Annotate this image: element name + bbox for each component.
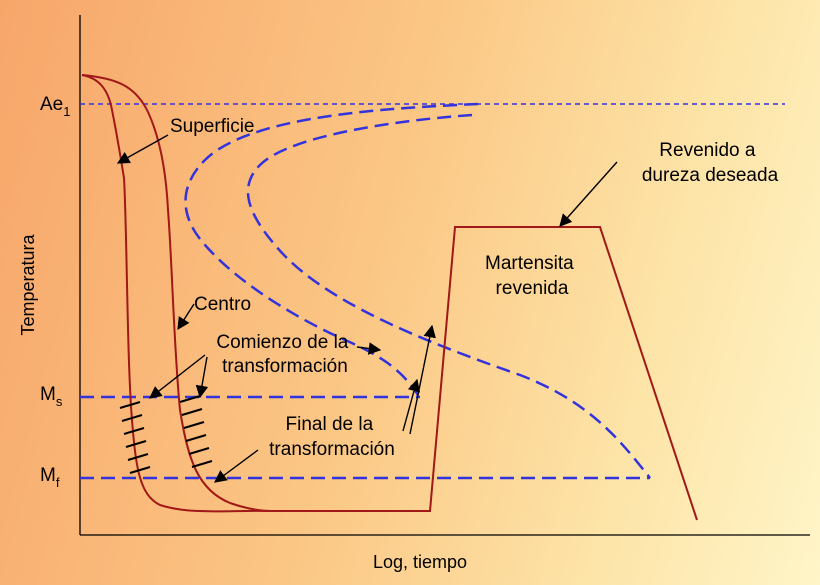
final-arrow-1 (213, 449, 259, 483)
superficie-arrow (116, 134, 169, 164)
center-cooling-curve (81, 74, 273, 512)
revenido-line-2: dureza deseada (642, 165, 779, 186)
comienzo-line-2: transformación (222, 356, 348, 377)
comienzo-line-1: Comienzo de la (216, 332, 348, 353)
final-label: Final de la transformación (269, 414, 395, 460)
annotation-arrows (116, 134, 618, 483)
surface-cooling-curve (81, 74, 271, 513)
comienzo-arrow-1 (149, 354, 206, 399)
x-axis-label: Log, tiempo (373, 552, 467, 572)
comienzo-arrow-3 (356, 342, 382, 355)
final-arrow-3 (409, 324, 436, 435)
superficie-label: Superficie (170, 116, 255, 137)
comienzo-arrow-2 (195, 356, 209, 399)
martensita-line-2: revenida (496, 278, 569, 299)
centro-label: Centro (194, 294, 251, 315)
martensita-line-1: Martensita (485, 253, 574, 274)
final-line-2: transformación (269, 439, 395, 460)
martensita-label: Martensita revenida (485, 253, 579, 299)
surface-hatch-marks (119, 401, 151, 474)
comienzo-label: Comienzo de la transformación (216, 332, 353, 377)
transformation-start-curve (184, 102, 479, 396)
tempering-path (270, 226, 698, 521)
mf-label: Mf (40, 465, 60, 490)
final-arrow-2 (402, 378, 421, 432)
center-hatch-marks (179, 395, 213, 468)
ms-label: Ms (40, 384, 63, 409)
revenido-label: Revenido a dureza deseada (642, 140, 779, 186)
transformation-finish-curve (246, 113, 651, 479)
final-line-1: Final de la (286, 414, 374, 435)
y-axis-label: Temperatura (18, 233, 38, 335)
revenido-line-1: Revenido a (659, 140, 756, 161)
ae1-label: Ae1 (40, 94, 70, 119)
centro-arrow (177, 303, 195, 331)
revenido-arrow (559, 161, 618, 227)
